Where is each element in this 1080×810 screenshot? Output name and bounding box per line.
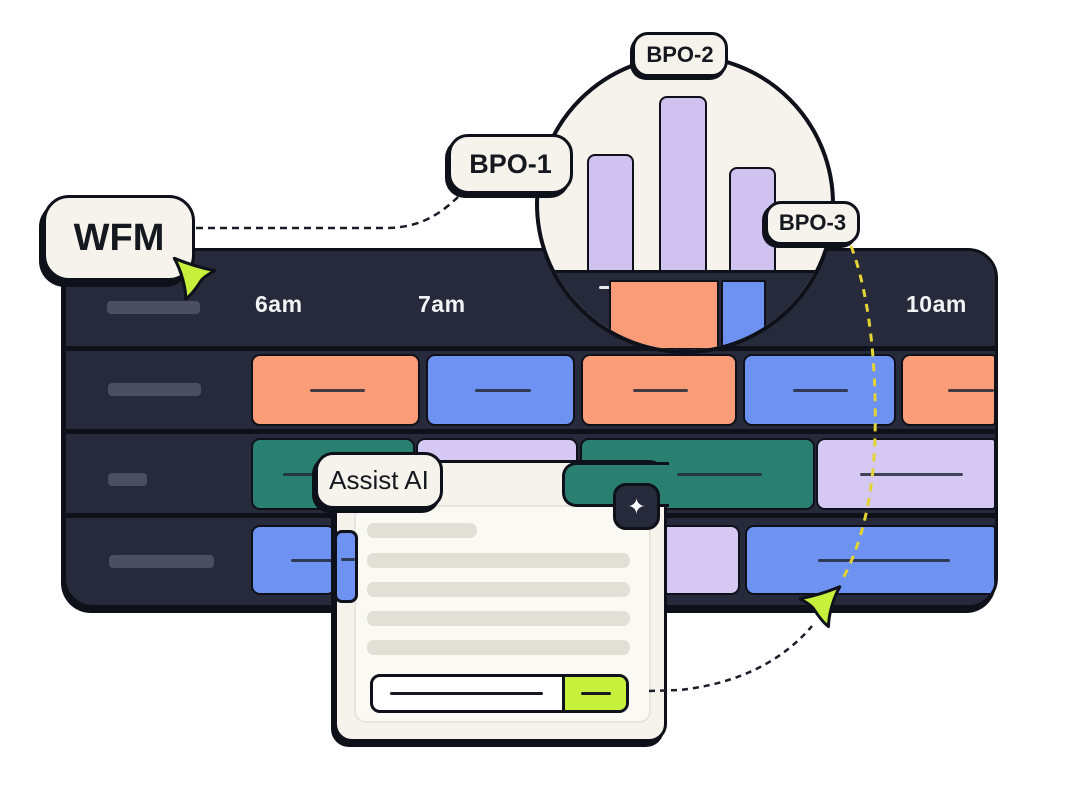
- card-text-skeleton: [367, 582, 630, 597]
- block-dash: [948, 389, 994, 392]
- row-separator: [66, 346, 995, 351]
- schedule-block[interactable]: [581, 354, 737, 426]
- row2-label-placeholder: [108, 473, 147, 486]
- bpo3-label: BPO-3: [778, 210, 847, 235]
- time-label-7am: 7am: [418, 291, 466, 317]
- header-placeholder: [107, 301, 200, 314]
- card-text-skeleton: [367, 640, 630, 655]
- block-dash: [475, 389, 531, 392]
- block-dash: [793, 389, 848, 392]
- submit-button-dash: [580, 692, 611, 695]
- dragged-shift-block-blue[interactable]: [334, 530, 358, 603]
- block-dash: [310, 389, 365, 392]
- schedule-block[interactable]: [745, 525, 995, 595]
- submit-button[interactable]: [562, 677, 626, 710]
- row1-label-placeholder: [108, 383, 201, 396]
- bpo1-badge: BPO-1: [448, 134, 573, 194]
- bpo3-badge: BPO-3: [765, 201, 860, 245]
- ai-prompt-input[interactable]: [370, 674, 629, 713]
- magnifier-bubble: [535, 54, 835, 354]
- card-title-skeleton: [367, 523, 477, 538]
- block-dash: [677, 473, 762, 476]
- bpo2-label: BPO-2: [646, 41, 714, 67]
- schedule-block[interactable]: [251, 354, 420, 426]
- block-dash: [860, 473, 963, 476]
- ai-sparkle-badge[interactable]: ✦: [613, 483, 660, 530]
- schedule-block[interactable]: [251, 525, 336, 595]
- magnified-schedule-block: [609, 280, 719, 350]
- chart-bar-bpo2: [659, 96, 707, 273]
- block-dash: [633, 389, 688, 392]
- cursor-pointer: [798, 585, 842, 628]
- bpo2-badge: BPO-2: [632, 32, 728, 77]
- cursor-pointer: [172, 256, 217, 301]
- time-label-10am: 10am: [906, 291, 967, 317]
- input-to-cursor-connector: [648, 625, 813, 693]
- block-dash: [818, 559, 950, 562]
- time-label-6am: 6am: [255, 291, 303, 317]
- block-dash: [291, 559, 334, 562]
- row-separator: [66, 429, 995, 434]
- block-dash: [341, 558, 355, 561]
- schedule-block[interactable]: [426, 354, 575, 426]
- schedule-block[interactable]: [653, 525, 740, 595]
- assist-ai-badge: Assist AI: [315, 452, 443, 509]
- wfm-label: WFM: [73, 216, 165, 259]
- assist-ai-label: Assist AI: [329, 465, 429, 495]
- schedule-block[interactable]: [816, 438, 995, 510]
- wfm-to-bpo1-connector: [196, 196, 459, 230]
- card-text-skeleton: [367, 611, 630, 626]
- bpo1-label: BPO-1: [469, 148, 552, 179]
- wfm-badge: WFM: [43, 195, 195, 281]
- input-text-placeholder: [390, 692, 543, 695]
- row3-label-placeholder: [109, 555, 214, 568]
- sparkle-icon: ✦: [627, 493, 646, 519]
- card-text-skeleton: [367, 553, 630, 568]
- magnified-schedule-block: [721, 280, 766, 350]
- schedule-block[interactable]: [901, 354, 995, 426]
- assist-ai-card: [334, 460, 667, 742]
- schedule-block[interactable]: [743, 354, 896, 426]
- block-dash: [283, 473, 345, 476]
- chart-bar-bpo1: [587, 154, 634, 273]
